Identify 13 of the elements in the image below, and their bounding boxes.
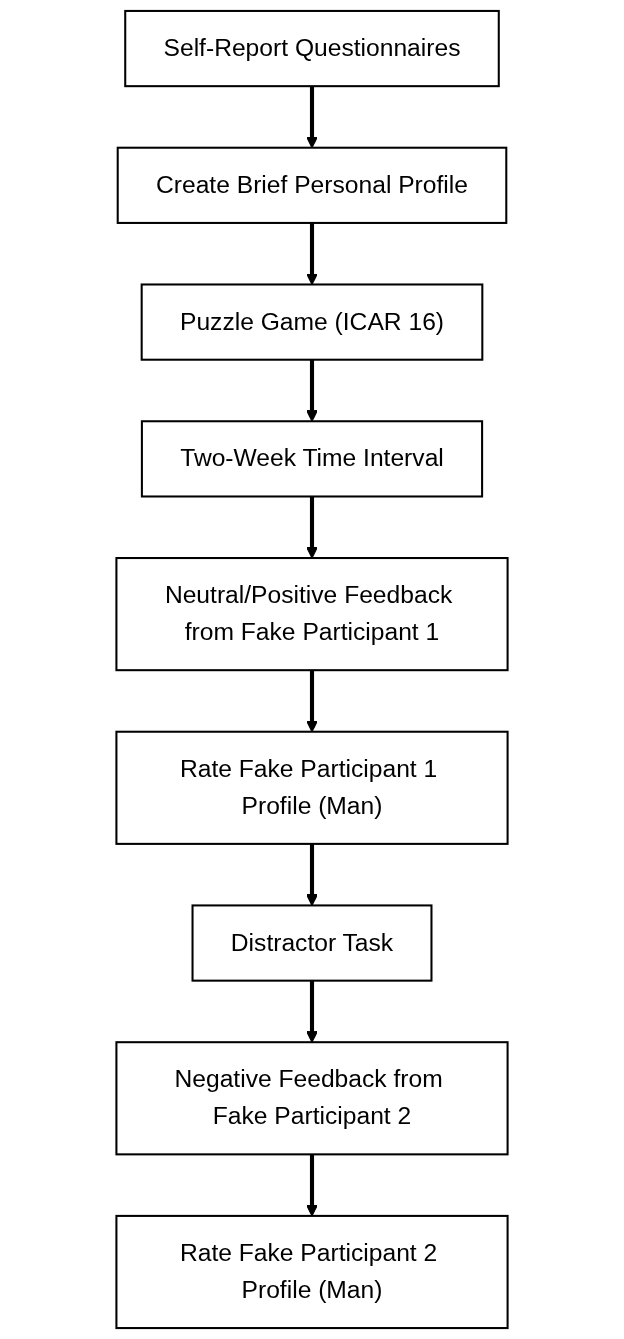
arrow <box>306 843 318 906</box>
node-box: Puzzle Game (ICAR 16) <box>140 283 484 361</box>
node-box: Create Brief Personal Profile <box>116 146 508 224</box>
node-box: Negative Feedback from Fake Participant 2 <box>115 1041 509 1156</box>
node-box: Rate Fake Participant 2 Profile (Man) <box>115 1214 509 1330</box>
node-box: Two-Week Time Interval <box>140 420 484 498</box>
arrow <box>306 980 318 1043</box>
arrow <box>306 359 318 422</box>
node-box: Rate Fake Participant 1 Profile (Man) <box>115 730 509 845</box>
node-box: Self-Report Questionnaires <box>124 9 500 88</box>
arrow <box>306 496 318 559</box>
node-box: Distractor Task <box>191 904 433 982</box>
node-box: Neutral/Positive Feedback from Fake Participant 1 <box>115 557 509 672</box>
